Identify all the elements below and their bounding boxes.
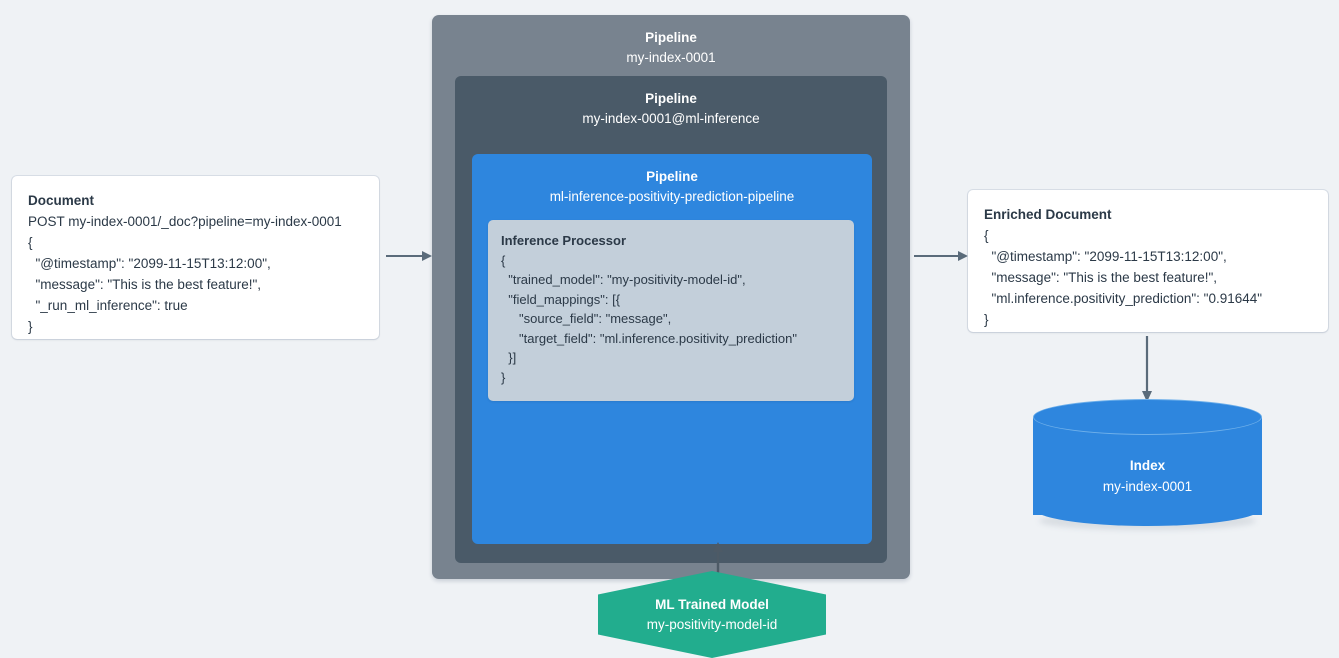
pipeline-outer-kind: Pipeline — [645, 30, 697, 45]
enriched-document-line: "ml.inference.positivity_prediction": "0… — [984, 291, 1263, 306]
index-label: Index my-index-0001 — [1033, 456, 1262, 497]
pipeline-outer-header: Pipeline my-index-0001 — [432, 15, 910, 68]
enriched-document-card: Enriched Document { "@timestamp": "2099-… — [968, 190, 1328, 332]
document-card: Document POST my-index-0001/_doc?pipelin… — [12, 176, 379, 339]
inference-processor-line: "source_field": "message", — [501, 311, 672, 326]
arrow-pipeline-to-enriched-document-icon — [914, 251, 968, 261]
pipeline-middle-name: my-index-0001@ml-inference — [582, 111, 760, 126]
inference-processor-line: }] — [501, 350, 517, 365]
arrow-document-to-pipeline-icon — [386, 251, 432, 261]
document-line: "message": "This is the best feature!", — [28, 277, 262, 292]
document-title: Document — [28, 193, 95, 208]
cylinder-top-ellipse — [1033, 399, 1262, 435]
enriched-document-line: "@timestamp": "2099-11-15T13:12:00", — [984, 249, 1227, 264]
diagram-canvas: Document POST my-index-0001/_doc?pipelin… — [12, 15, 1328, 658]
pipeline-middle-kind: Pipeline — [645, 91, 697, 106]
pipeline-inner-kind: Pipeline — [646, 169, 698, 184]
inference-processor-line: { — [501, 252, 506, 268]
enriched-document-title: Enriched Document — [984, 207, 1112, 222]
hexagon-shape — [598, 571, 826, 658]
pipeline-inner-header: Pipeline ml-inference-positivity-predict… — [472, 154, 872, 207]
enriched-document-line: "message": "This is the best feature!", — [984, 270, 1218, 285]
pipeline-inner-name: ml-inference-positivity-prediction-pipel… — [549, 189, 795, 204]
pipeline-inner-positivity-prediction: Pipeline ml-inference-positivity-predict… — [472, 154, 872, 658]
inference-processor-line: "trained_model": "my-positivity-model-id… — [501, 272, 746, 287]
inference-processor-line: "target_field": "ml.inference.positivity… — [501, 330, 797, 346]
index-cylinder-node: Index my-index-0001 — [1033, 399, 1262, 532]
document-line: POST my-index-0001/_doc?pipeline=my-inde… — [28, 214, 342, 229]
index-name: my-index-0001 — [1102, 479, 1193, 494]
pipeline-middle-ml-inference: Pipeline my-index-0001@ml-inference Pipe… — [455, 76, 887, 658]
enriched-document-line: } — [984, 312, 989, 327]
ml-trained-model-node: ML Trained Model my-positivity-model-id — [598, 571, 826, 658]
document-line: "@timestamp": "2099-11-15T13:12:00", — [28, 256, 271, 271]
cylinder-bottom-ellipse — [1033, 490, 1262, 526]
document-line: } — [28, 319, 33, 334]
inference-processor-box: Inference Processor { "trained_model": "… — [488, 220, 854, 401]
pipeline-middle-header: Pipeline my-index-0001@ml-inference — [455, 76, 887, 129]
pipeline-outer-name: my-index-0001 — [626, 50, 716, 65]
document-line: { — [28, 235, 33, 250]
inference-processor-title: Inference Processor — [501, 233, 627, 248]
pipeline-outer-my-index-0001: Pipeline my-index-0001 Pipeline my-index… — [432, 15, 910, 658]
enriched-document-line: { — [984, 228, 989, 243]
inference-processor-line: "field_mappings": [{ — [501, 291, 621, 307]
document-line: "_run_ml_inference": true — [28, 298, 188, 313]
index-kind: Index — [1129, 458, 1166, 473]
inference-processor-line: } — [501, 369, 506, 385]
arrow-enriched-document-to-index-icon — [1142, 336, 1152, 402]
